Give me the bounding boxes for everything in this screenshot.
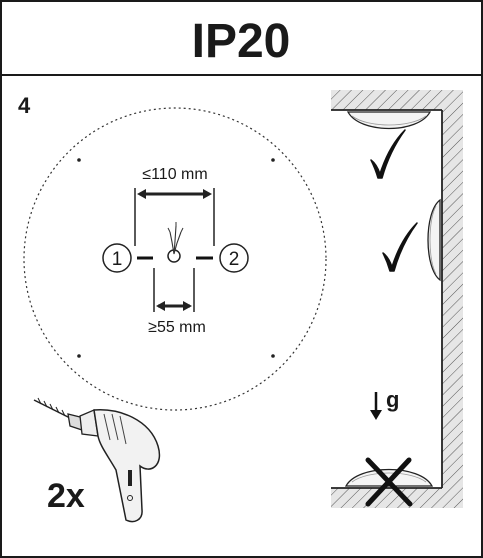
hole-2-label: 2 [229, 249, 240, 270]
template-dot [77, 354, 81, 358]
drilling-template: ≤110 mm ≥55 mm 1 2 [23, 107, 327, 411]
ceiling-luminaire [346, 111, 432, 130]
checkmark-icon [370, 129, 406, 179]
template-outline [23, 107, 327, 411]
hole-2-marker [219, 243, 249, 273]
min-spacing-label: ≥55 mm [148, 319, 206, 336]
max-spacing-dimension [134, 188, 215, 246]
wall-hatch [442, 110, 463, 492]
hole-1-label: 1 [112, 249, 123, 270]
template-dot [271, 354, 275, 358]
cable-icon [167, 222, 184, 263]
wall-luminaire [427, 198, 441, 282]
drill-count: 2x [47, 477, 85, 515]
gravity-label: g [386, 387, 399, 412]
gravity-arrow-icon [370, 392, 382, 420]
mounting-orientation: g [331, 90, 463, 508]
ceiling-hatch [331, 90, 463, 111]
template-dot [77, 158, 81, 162]
min-spacing-dimension [153, 268, 195, 312]
step-number: 4 [18, 93, 31, 118]
template-dot [271, 158, 275, 162]
checkmark-icon [382, 222, 418, 272]
max-spacing-label: ≤110 mm [142, 166, 207, 183]
cross-icon [365, 457, 413, 507]
page-title: IP20 [192, 15, 291, 68]
drill-icon [33, 397, 161, 523]
floor-hatch [331, 488, 463, 508]
hole-1-marker [102, 243, 132, 273]
